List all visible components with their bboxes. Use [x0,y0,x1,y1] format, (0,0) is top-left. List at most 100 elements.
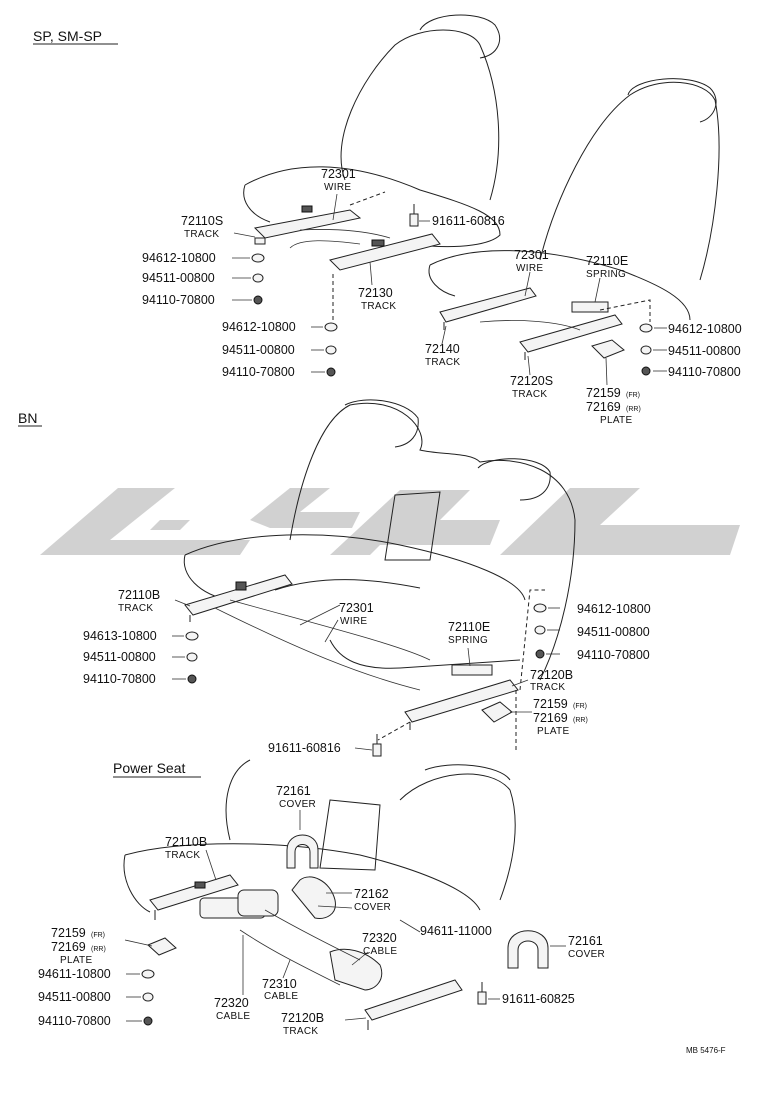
seat-left-sp [243,14,501,248]
bolt-91611-60816-a [409,204,419,227]
nut-94110-e [535,649,545,659]
svg-text:COVER: COVER [279,799,316,810]
plate-72159-b [481,701,513,723]
wire-72301-b [479,320,581,331]
callout-c6: 72110E SPRING [448,620,490,646]
callout-a4: 94612-10800 [142,251,216,265]
washer-94511-b [325,345,337,355]
callout-c8: 94511-00800 [577,625,650,639]
svg-text:(RR): (RR) [573,717,588,724]
svg-text:72169: 72169 [533,711,568,725]
svg-text:72161: 72161 [568,934,603,948]
callout-a9: 94511-00800 [222,343,295,357]
callout-c1: 72110B TRACK [118,588,160,614]
svg-text:72159: 72159 [533,697,568,711]
nut-94110-f [143,1016,153,1026]
callout-d10: 94511-00800 [38,990,111,1004]
callout-a1: 72301 WIRE [321,167,356,193]
svg-text:72110E: 72110E [448,620,490,634]
callout-c9: 94110-70800 [577,648,650,662]
plate-72159-c [147,937,177,956]
callout-d3: 72162 COVER [354,887,391,913]
callout-d6: 72159 (FR) [51,926,105,940]
callout-c5: 72301 WIRE [339,601,374,627]
washer-94511-d [186,652,198,662]
section-title-power-seat: Power Seat [113,760,185,776]
track-72110b-power [149,874,239,920]
track-72110b-bn [184,574,293,622]
callout-d14: 91611-60825 [502,992,575,1006]
washer-94611 [141,969,155,979]
track-72120s [519,314,623,360]
svg-text:72320: 72320 [214,996,249,1010]
washer-94511-f [142,992,154,1002]
svg-text:72169: 72169 [51,940,86,954]
nut-94110-d [187,674,197,684]
svg-text:PLATE: PLATE [600,415,632,426]
callout-b5: 94511-00800 [668,344,741,358]
svg-text:72301: 72301 [321,167,356,181]
wire-72301-a [289,240,361,249]
callout-c13: 91611-60816 [268,741,341,755]
wire-72301-c [214,607,421,691]
track-72120b-bn [404,679,519,730]
callout-c3: 94511-00800 [83,650,156,664]
svg-text:72159: 72159 [51,926,86,940]
svg-text:SPRING: SPRING [448,635,488,646]
callout-a8: 94612-10800 [222,320,296,334]
callout-c12: 72169 (RR) PLATE [533,711,588,737]
svg-text:72120B: 72120B [530,668,573,682]
nut-94110-c [641,366,651,376]
svg-text:WIRE: WIRE [340,616,367,627]
callout-d12: 72310 CABLE [262,977,298,1002]
svg-text:TRACK: TRACK [361,301,396,312]
callout-b9: 72169 (RR) PLATE [586,400,641,426]
svg-text:CABLE: CABLE [216,1011,250,1022]
seat-right-sp [428,78,720,321]
svg-text:(FR): (FR) [91,932,105,939]
footer-code: MB 5476-F [686,1046,726,1055]
callout-d8: 72320 CABLE [362,931,397,957]
callout-a6: 94110-70800 [142,293,215,307]
callout-c4: 94110-70800 [83,672,156,686]
seat-power [123,759,516,913]
svg-text:TRACK: TRACK [283,1026,318,1037]
svg-text:72162: 72162 [354,887,389,901]
section-title-bn: BN [18,410,37,426]
motor-assembly [199,876,383,991]
svg-text:TRACK: TRACK [530,682,565,693]
svg-text:72110S: 72110S [181,214,223,228]
svg-text:(RR): (RR) [91,946,106,953]
svg-text:CABLE: CABLE [264,991,298,1002]
washer-94511-c [640,345,652,355]
nut-94110-a [253,295,263,305]
callout-d9: 94611-10800 [38,967,111,981]
svg-text:72140: 72140 [425,342,460,356]
track-72110s [253,205,362,245]
svg-text:SPRING: SPRING [586,269,626,280]
bolt-91611-60816-b [372,734,382,757]
svg-text:(FR): (FR) [573,703,587,710]
callout-d2: 72110B TRACK [165,835,207,861]
callout-d15: 72120B TRACK [281,1011,324,1037]
svg-text:72110B: 72110B [165,835,207,849]
washer-94511-a [252,273,264,283]
svg-text:72301: 72301 [339,601,374,615]
nut-94110-b [326,367,336,377]
svg-text:TRACK: TRACK [512,389,547,400]
washer-94612-a [251,253,265,263]
callout-a7: 72130 TRACK [358,286,396,312]
svg-text:72159: 72159 [586,386,621,400]
washer-94612-d [533,603,547,613]
svg-text:72161: 72161 [276,784,311,798]
washer-94612-b [324,322,338,332]
washer-94612-c [639,323,653,333]
svg-text:WIRE: WIRE [516,263,543,274]
svg-text:WIRE: WIRE [324,182,351,193]
svg-text:72301: 72301 [514,248,549,262]
callout-c11: 72159 (FR) [533,697,587,711]
callout-d13: 72320 CABLE [214,996,250,1022]
callout-d5: 72161 COVER [568,934,605,960]
spring-72110e-a [571,301,609,313]
